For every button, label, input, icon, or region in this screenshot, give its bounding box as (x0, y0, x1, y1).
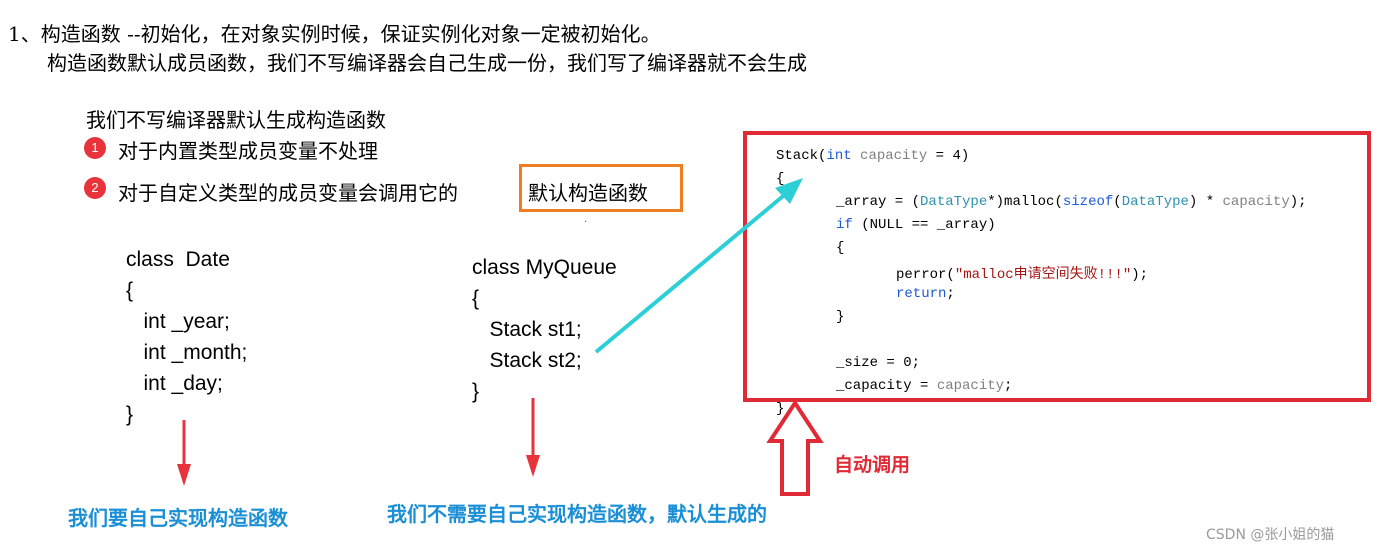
watermark: CSDN @张小姐的猫 (1206, 527, 1335, 543)
code-line: int _year; (126, 310, 230, 333)
notes-title: 我们不写编译器默认生成构造函数 (86, 108, 386, 132)
code-line: } (776, 401, 785, 417)
code-line: class Date (126, 248, 230, 271)
code-line: return; (896, 286, 955, 302)
code-line: { (126, 279, 134, 302)
code-line: int _day; (126, 372, 223, 395)
constructor-code-box (743, 131, 1371, 402)
code-line: } (836, 309, 845, 325)
code-line: _size = 0; (836, 355, 921, 371)
down-arrow-left-icon (177, 420, 191, 486)
note-item-1: 对于内置类型成员变量不处理 (118, 139, 378, 163)
highlight-box (519, 164, 683, 212)
caption-left: 我们要自己实现构造函数 (68, 506, 288, 530)
stray-dot: . (584, 214, 588, 225)
heading-line-2: 构造函数默认成员函数，我们不写编译器会自己生成一份，我们写了编译器就不会生成 (47, 51, 807, 75)
down-arrow-middle-icon (526, 398, 540, 477)
code-line: { (472, 287, 480, 310)
cyan-arrow-icon (594, 178, 803, 354)
code-line: } (126, 403, 134, 426)
code-line: Stack st2; (472, 349, 582, 372)
hollow-up-arrow-icon (766, 399, 824, 496)
number-badge-2: 2 (84, 177, 106, 199)
code-line: } (472, 380, 480, 403)
code-line: perror("malloc申请空间失败!!!"); (896, 267, 1149, 283)
code-line: class MyQueue (472, 256, 617, 279)
code-line: { (836, 240, 845, 256)
caption-middle: 我们不需要自己实现构造函数，默认生成的 (387, 502, 767, 526)
number-badge-1: 1 (84, 137, 106, 159)
note-item-2: 对于自定义类型的成员变量会调用它的 (118, 181, 458, 205)
code-line: Stack(int capacity = 4) (776, 148, 970, 164)
code-line: { (776, 171, 785, 187)
code-line: _capacity = capacity; (836, 378, 1013, 394)
code-line: if (NULL == _array) (836, 217, 996, 233)
heading-line-1: 1、构造函数 --初始化，在对象实例时候，保证实例化对象一定被初始化。 (8, 22, 661, 46)
code-line: Stack st1; (472, 318, 582, 341)
code-line: int _month; (126, 341, 248, 364)
note-item-2-highlight: 默认构造函数 (528, 181, 648, 205)
code-line: _array = (DataType*)malloc(sizeof(DataTy… (836, 194, 1307, 210)
caption-auto-call: 自动调用 (834, 454, 911, 476)
